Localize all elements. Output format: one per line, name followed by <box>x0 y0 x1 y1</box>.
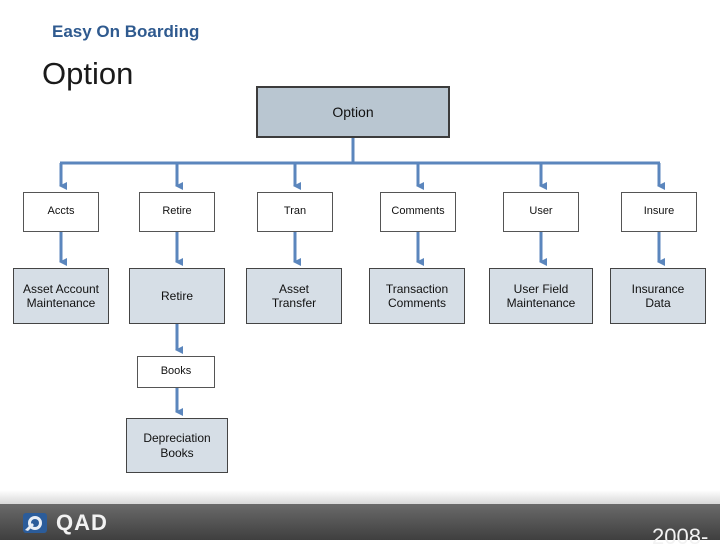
node-root-option: Option <box>256 86 450 138</box>
node-user-field-maintenance: User Field Maintenance <box>489 268 593 324</box>
node-insure: Insure <box>621 192 697 232</box>
node-tran: Tran <box>257 192 333 232</box>
node-depreciation-books: Depreciation Books <box>126 418 228 473</box>
node-asset-account-maintenance: Asset Account Maintenance <box>13 268 109 324</box>
slide-subtitle: Easy On Boarding <box>52 22 200 41</box>
node-user: User <box>503 192 579 232</box>
copyright-year: 2008- <box>652 524 709 549</box>
node-accts: Accts <box>23 192 99 232</box>
qad-logo-icon <box>23 513 47 533</box>
node-comments: Comments <box>380 192 456 232</box>
node-retire: Retire <box>139 192 215 232</box>
node-books: Books <box>137 356 215 388</box>
node-retire-detail: Retire <box>129 268 225 324</box>
qad-logo-text: QAD <box>56 510 108 535</box>
node-insurance-data: Insurance Data <box>610 268 706 324</box>
node-transaction-comments: Transaction Comments <box>369 268 465 324</box>
footer-bar <box>0 504 720 540</box>
footer-fade <box>0 490 720 504</box>
slide-title: Option <box>42 56 134 91</box>
node-asset-transfer: Asset Transfer <box>246 268 342 324</box>
